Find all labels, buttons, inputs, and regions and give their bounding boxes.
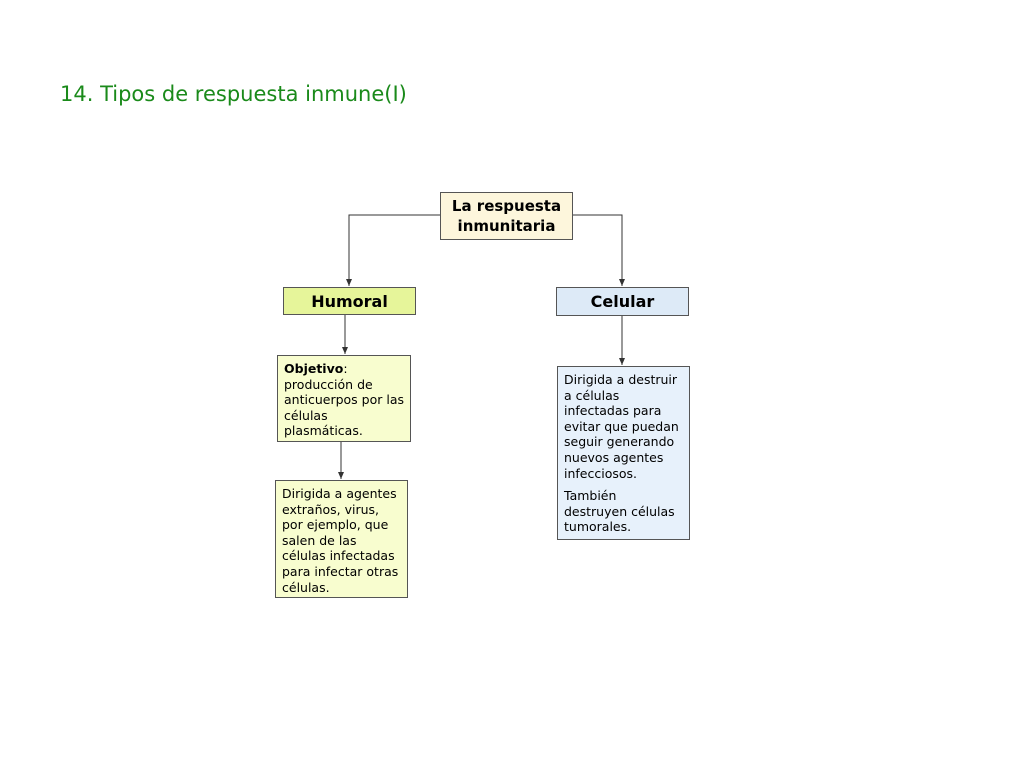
celular-extra-text: También destruyen células tumorales. [564,488,675,535]
root-node-box: La respuesta inmunitaria [440,192,573,240]
celular-description-text: Dirigida a destruir a células infectadas… [564,372,679,481]
objective-separator: : [343,361,348,376]
celular-description-box: Dirigida a destruir a células infectadas… [557,366,690,540]
humoral-description-box: Dirigida a agentes extraños, virus, por … [275,480,408,598]
celular-node-label: Celular [590,292,655,311]
objective-text: producción de anticuerpos por las célula… [284,376,404,439]
objective-label: Objetivo [284,361,344,376]
connector-root-humoral [346,214,440,286]
humoral-node-box: Humoral [283,287,416,315]
humoral-node-label: Humoral [311,291,388,311]
celular-node-box: Celular [556,287,689,316]
humoral-description-text: Dirigida a agentes extraños, virus, por … [282,486,399,595]
slide-title: 14. Tipos de respuesta inmune(I) [60,82,407,106]
root-node-label: La respuesta inmunitaria [451,197,562,235]
humoral-objective-text-block: Objetivo: producción de anticuerpos por … [284,361,404,439]
humoral-objective-box: Objetivo: producción de anticuerpos por … [277,355,411,442]
connector-root-celular [573,214,625,286]
